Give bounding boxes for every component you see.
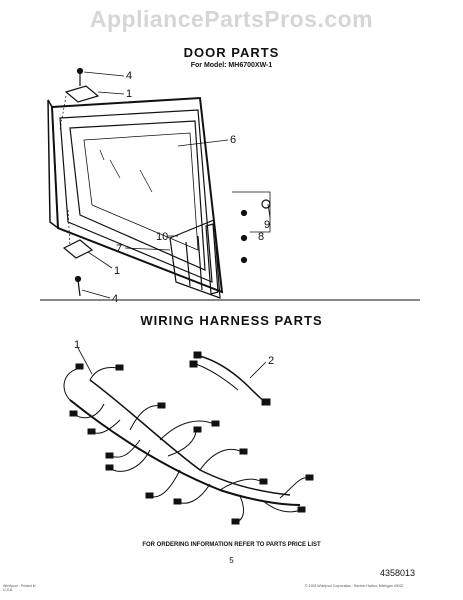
callout-door-7: 7 <box>116 243 122 255</box>
callout-harness-1: 1 <box>74 339 80 351</box>
callout-door-1-top: 1 <box>126 88 132 100</box>
callout-door-9: 9 <box>264 219 270 231</box>
fine-print-left: Whirlpool · Printed in U.S.A. <box>3 584 36 592</box>
wiring-harness <box>63 347 314 525</box>
callout-door-10: 10 <box>156 231 168 243</box>
callout-door-6: 6 <box>230 134 236 146</box>
document-number: 4358013 <box>380 568 416 578</box>
callout-labels: 4 1 6 9 8 10 7 1 4 1 2 <box>74 70 274 367</box>
callout-door-4-top: 4 <box>126 70 132 82</box>
callout-door-1-bottom: 1 <box>114 265 120 277</box>
page-title: DOOR PARTS <box>183 45 280 60</box>
section-title-wiring: WIRING HARNESS PARTS <box>140 313 323 328</box>
callout-door-8: 8 <box>258 231 264 243</box>
model-label: For Model: MH6700XW-1 <box>190 62 273 69</box>
watermark-text: AppliancePartsPros.com <box>89 6 374 32</box>
door-assembly <box>47 67 271 299</box>
ordering-note: FOR ORDERING INFORMATION REFER TO PARTS … <box>142 542 321 548</box>
callout-harness-2: 2 <box>268 355 274 367</box>
page-number: 5 <box>229 556 234 565</box>
fine-print-right: © 1993 Whirlpool Corporation · Benton Ha… <box>305 584 404 588</box>
callout-door-4-bottom: 4 <box>112 293 118 305</box>
